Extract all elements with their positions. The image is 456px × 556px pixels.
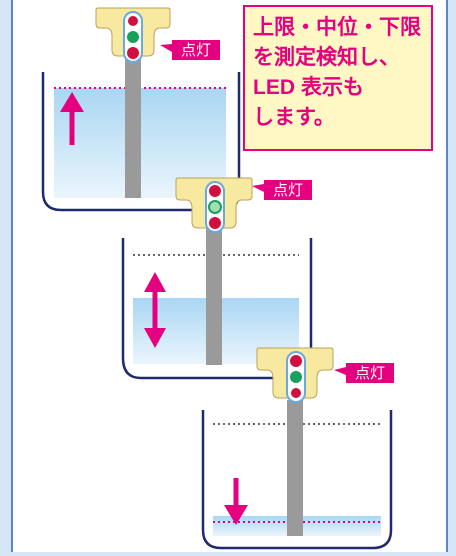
lit-badge-1: 点灯 [160,40,220,60]
badge-label-1: 点灯 [181,42,211,59]
arrow-up-down-icon [144,272,166,348]
led-mid-3 [290,371,302,383]
led-bottom-3 [289,386,303,400]
sensor-head-3 [256,347,334,403]
lit-badge-3: 点灯 [334,363,394,383]
tank-outline-3 [201,410,393,550]
frame-bottom-border [0,552,456,556]
led-mid-2 [208,200,222,214]
sensor-head-1 [95,7,171,63]
probe-1 [125,48,141,198]
description-callout: 上限・中位・下限 を測定検知し、 LED 表示も します。 [243,5,433,151]
frame-right-border [446,0,456,556]
badge-label-2: 点灯 [273,182,303,199]
badge-label-3: 点灯 [355,365,385,382]
led-top-2 [209,185,221,197]
probe-2 [206,225,222,365]
sensor-head-2 [175,177,253,233]
led-bottom-1 [127,47,139,59]
arrow-down-icon [224,478,248,525]
stage-upper-limit: 点灯 [41,7,241,212]
arrow-up-icon [60,92,84,145]
frame-left-border [0,0,13,556]
led-mid-1 [127,31,139,43]
lit-badge-2: 点灯 [252,180,312,200]
led-top-3 [290,355,302,367]
stage-lower-limit: 点灯 [201,347,394,550]
probe-3 [287,400,303,536]
led-bottom-2 [209,217,221,229]
led-top-1 [126,14,140,28]
